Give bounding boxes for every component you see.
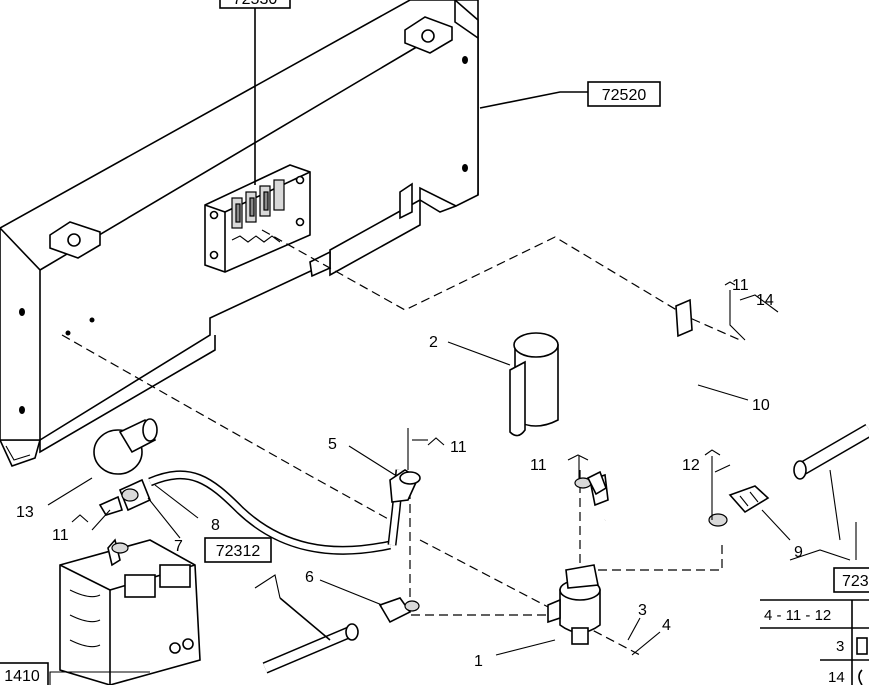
ref-72312-label: 72312 [216,543,261,560]
callout-1: 1 [474,653,483,670]
part-2-capacitor [509,332,559,437]
ref-box-72520: 72520 [587,81,661,107]
ref-72520-label: 72520 [602,87,647,104]
table-row-3: 14 [828,669,845,685]
fuse-block [204,164,311,273]
callout-11-c: 11 [530,457,547,474]
ref-box-72530: 72530 [219,0,291,9]
part-7-connector [98,478,152,516]
callout-4: 4 [662,617,671,634]
table-row-1: 4 - 11 - 12 [764,607,831,624]
bottom-cable [262,597,359,674]
callout-numbers: 1 2 3 4 5 6 7 8 9 10 11 11 11 11 12 13 1… [16,277,803,670]
callout-leaders [47,290,857,685]
part-9-clip [708,485,770,527]
table-row-2: 3 [836,638,844,655]
callout-8: 8 [211,517,220,534]
callout-10: 10 [752,397,770,414]
callout-11-d: 11 [52,527,69,544]
callout-13: 13 [16,504,34,521]
callout-12: 12 [682,457,700,474]
part-1410-switch [59,538,201,685]
callout-brackets [71,281,779,523]
parts-table: 4 - 11 - 12 3 14 [760,599,869,685]
ref-box-723: 723 [833,567,869,593]
callout-3: 3 [638,602,647,619]
ref-box-1410: 1410 [0,662,49,685]
callout-9: 9 [794,544,803,561]
right-tube [793,423,869,480]
part-13-boot [93,418,158,475]
callout-2: 2 [429,334,438,351]
callout-11-b: 11 [450,439,467,456]
ref-1410-label: 1410 [4,668,40,685]
ref-box-72312: 72312 [204,537,272,563]
callout-6: 6 [305,569,314,586]
callout-5: 5 [328,436,337,453]
ref-723-label: 723 [842,573,869,590]
part-6-clip [378,597,420,624]
ref-72530-label: 72530 [233,0,278,8]
callout-14: 14 [756,292,774,309]
callout-11-a: 11 [732,277,749,294]
terminal-washers [111,470,607,554]
leader-72520 [479,91,588,109]
callout-7: 7 [174,538,183,555]
part-8-cable [148,469,421,555]
part-1-solenoid [547,564,601,645]
